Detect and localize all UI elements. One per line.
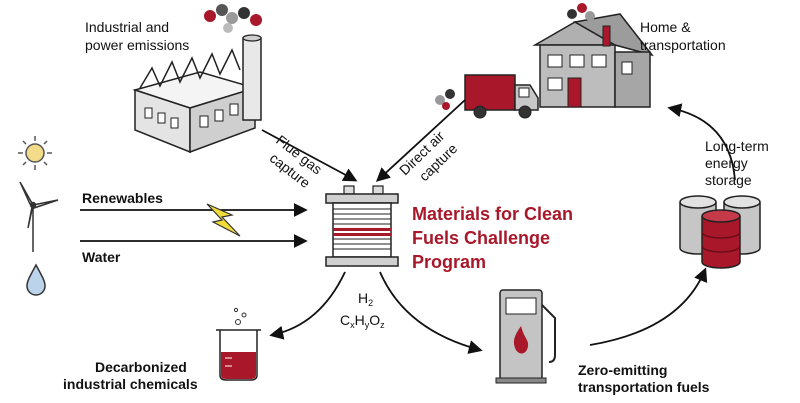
- beaker-icon: [216, 307, 261, 381]
- house-icon: [532, 13, 654, 108]
- industrial-label: Industrial and power emissions: [85, 19, 189, 53]
- flue-gas-arrow: [261, 129, 358, 182]
- smoke-icon: [567, 3, 595, 21]
- electrolyzer-icon: [325, 185, 399, 267]
- chemicals-arrow: [269, 271, 346, 340]
- fuel-pump-icon: [495, 289, 556, 384]
- truck-icon: [464, 74, 539, 119]
- sun-icon: [18, 136, 52, 170]
- h2-label: H2: [358, 290, 373, 308]
- wind-turbine-icon: [19, 181, 59, 252]
- storage-label: Long-term energy storage: [705, 138, 773, 188]
- fuels-label: Zero-emitting transportation fuels: [578, 362, 710, 395]
- home-label: Home & transportation: [640, 19, 726, 53]
- renewables-label: Renewables: [82, 190, 163, 206]
- fuels-arrow: [379, 271, 483, 354]
- storage-tanks-icon: [679, 195, 761, 269]
- program-title: Materials for Clean Fuels Challenge Prog…: [412, 204, 578, 272]
- factory-icon: [132, 34, 262, 154]
- smoke-icon: [435, 89, 455, 110]
- smoke-icon: [204, 4, 262, 33]
- storage-arrow: [589, 267, 708, 346]
- water-drop-icon: [26, 263, 46, 296]
- home-arrow: [667, 103, 736, 181]
- flue-gas-label: Flue gas capture: [262, 132, 328, 194]
- direct-air-arrow: [375, 99, 466, 182]
- cxhyoz-label: CxHyOz: [340, 312, 385, 330]
- direct-air-label: Direct air capture: [396, 125, 463, 191]
- water-label: Water: [82, 249, 121, 265]
- decarbonized-label: Decarbonized industrial chemicals: [63, 359, 198, 392]
- lightning-icon: [206, 203, 241, 237]
